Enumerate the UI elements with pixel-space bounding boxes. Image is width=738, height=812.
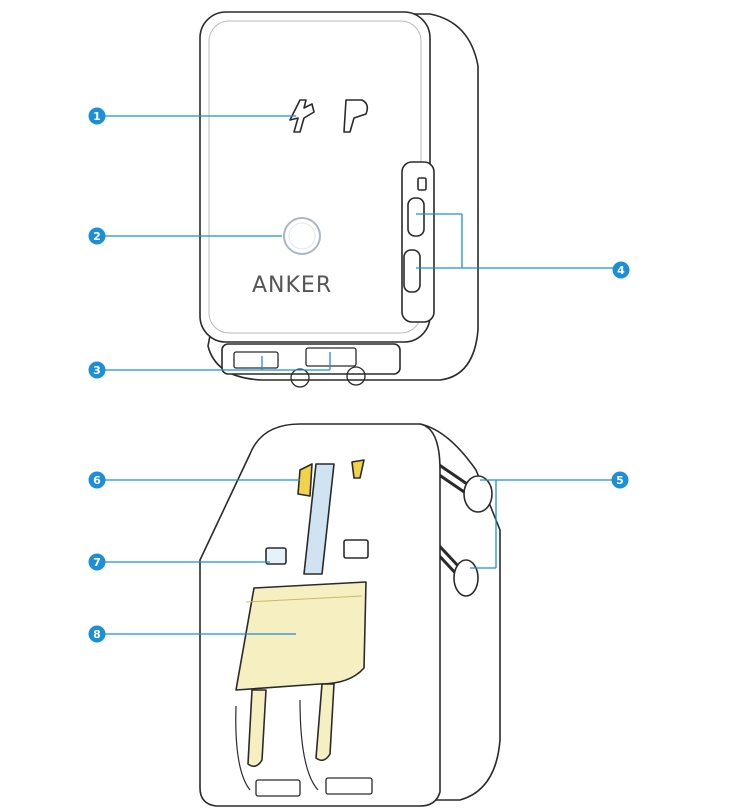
callout-7-label: 7 xyxy=(93,556,101,569)
callout-1: 1 xyxy=(88,107,106,125)
callout-2: 2 xyxy=(88,227,106,245)
yellow-pin-right xyxy=(351,459,365,479)
callout-3: 3 xyxy=(88,361,106,379)
usb-c-port-top xyxy=(407,197,425,237)
yellow-pin-left xyxy=(297,463,313,497)
pin-hole-left xyxy=(265,547,287,565)
fold-plate xyxy=(235,581,367,691)
universal-socket xyxy=(289,99,369,133)
adapter-front-view xyxy=(199,11,479,388)
plate-leg-left xyxy=(247,689,267,768)
callout-4: 4 xyxy=(612,261,630,279)
side-prongs xyxy=(430,458,493,597)
callout-lines xyxy=(104,115,614,635)
pin-hole-right xyxy=(343,539,369,559)
callout-1-label: 1 xyxy=(93,110,101,123)
plate-leg-right xyxy=(315,683,335,762)
usb-c-port-bottom xyxy=(403,249,421,293)
power-indicator xyxy=(283,217,321,255)
callout-5: 5 xyxy=(611,471,629,489)
brand-logo: ANKER xyxy=(252,273,332,298)
callout-8-label: 8 xyxy=(93,628,101,641)
adapter-back-view xyxy=(199,423,501,807)
callout-4-label: 4 xyxy=(617,264,625,277)
callout-3-label: 3 xyxy=(93,364,101,377)
callout-6-label: 6 xyxy=(93,474,101,487)
callout-5-label: 5 xyxy=(616,474,624,487)
usb-a-port-left xyxy=(233,351,279,369)
usb-a-port-right xyxy=(305,347,357,367)
callout-6: 6 xyxy=(88,471,106,489)
callout-2-label: 2 xyxy=(93,230,101,243)
pin-slot xyxy=(303,463,335,575)
callout-7: 7 xyxy=(88,553,106,571)
callout-8: 8 xyxy=(88,625,106,643)
